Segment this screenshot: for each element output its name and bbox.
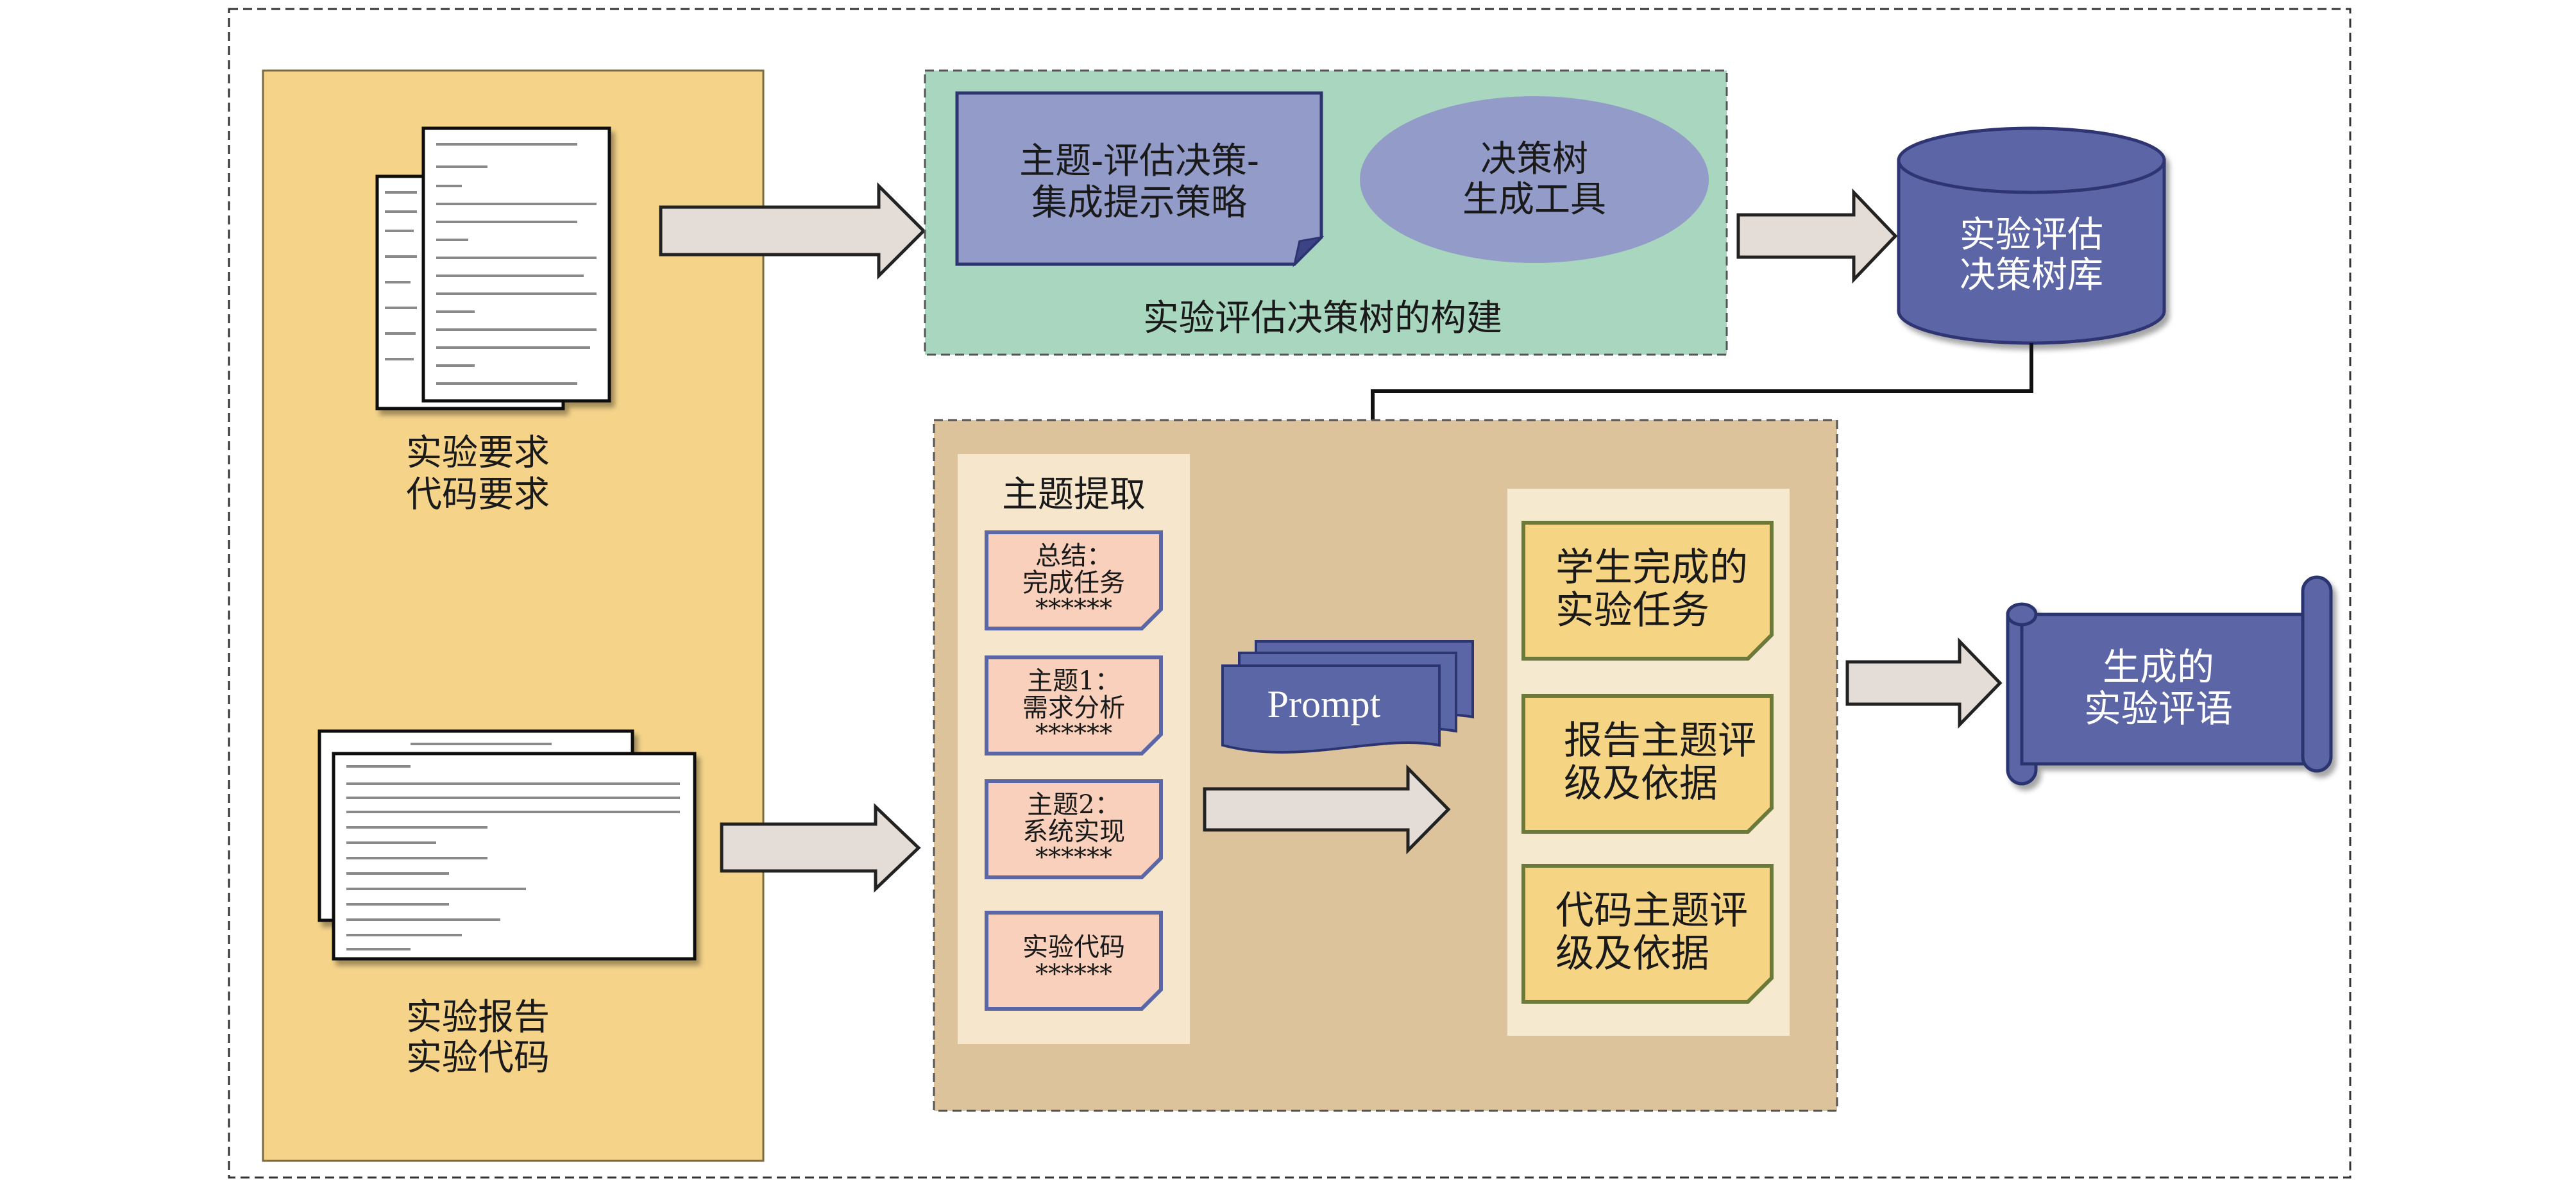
arrow-outputs-to-result [1845,637,2003,729]
output-card-tasks-line-2: 实验任务 [1555,588,1709,633]
output-card-report-line-1: 报告主题评 [1564,718,1756,763]
theme-extraction-title: 主题提取 [1002,474,1146,516]
strategy-line-1: 主题-评估决策- [1019,140,1259,182]
strategy-line-2: 集成提示策略 [1031,182,1247,224]
theme-card-code: 实验代码 ****** [985,911,1163,1011]
theme-card-implementation-line-3: ****** [1035,843,1112,872]
output-card-code-line-1: 代码主题评 [1555,888,1748,933]
left-top-caption-1: 实验要求 [406,432,550,474]
database-line-2: 决策树库 [1960,256,2103,296]
theme-card-implementation-line-1: 主题2： [1027,790,1120,820]
output-card-report-rating: 报告主题评 级及依据 [1521,694,1774,834]
strategy-note [955,91,1325,267]
prompt-label: Prompt [1267,683,1381,725]
result-line-1: 生成的 [2103,646,2214,688]
left-bottom-caption-2: 实验代码 [406,1037,550,1079]
theme-card-summary: 总结： 完成任务 ****** [985,530,1163,630]
arrow-report-to-themes [720,803,921,893]
theme-card-code-line-2: ****** [1035,959,1112,989]
theme-card-code-line-1: 实验代码 [1022,933,1125,962]
scroll-icon [2006,575,2333,786]
result-line-2: 实验评语 [2084,688,2233,730]
output-card-code-line-2: 级及依据 [1555,931,1709,976]
left-bottom-caption-1: 实验报告 [406,997,550,1038]
theme-card-summary-line-2: 完成任务 [1022,568,1125,598]
outer-frame [228,8,2351,1179]
prompt-stack [1221,640,1474,754]
left-top-caption-2: 代码要求 [406,474,550,516]
doc-text-lines-bottom [346,743,680,950]
top-panel-caption: 实验评估决策树的构建 [1143,298,1502,339]
tool-line-1: 决策树 [1480,139,1588,180]
tool-line-2: 生成工具 [1462,179,1606,221]
theme-card-requirements-line-1: 主题1： [1027,666,1120,696]
theme-card-implementation-line-2: 系统实现 [1022,817,1125,847]
database-line-1: 实验评估 [1960,215,2103,255]
tree-tool-ellipse [1360,96,1709,263]
arrow-build-to-database [1736,188,1898,284]
database-cylinder-icon [1897,126,2166,345]
arrow-prompt-to-outputs [1203,764,1451,855]
doc-text-lines-top [385,143,597,385]
output-card-tasks-line-1: 学生完成的 [1555,545,1748,590]
theme-card-summary-line-1: 总结： [1035,541,1112,571]
arrow-requirements-to-build [659,182,926,280]
theme-card-requirements-line-3: ****** [1035,719,1112,748]
theme-card-implementation: 主题2： 系统实现 ****** [985,779,1163,879]
output-card-report-line-2: 级及依据 [1564,761,1718,806]
output-card-tasks: 学生完成的 实验任务 [1521,521,1774,661]
document-stack-icon [375,126,611,410]
theme-card-requirements-line-2: 需求分析 [1022,693,1125,723]
theme-card-summary-line-3: ****** [1035,594,1112,623]
theme-card-requirements: 主题1： 需求分析 ****** [985,655,1163,756]
output-card-code-rating: 代码主题评 级及依据 [1521,864,1774,1004]
